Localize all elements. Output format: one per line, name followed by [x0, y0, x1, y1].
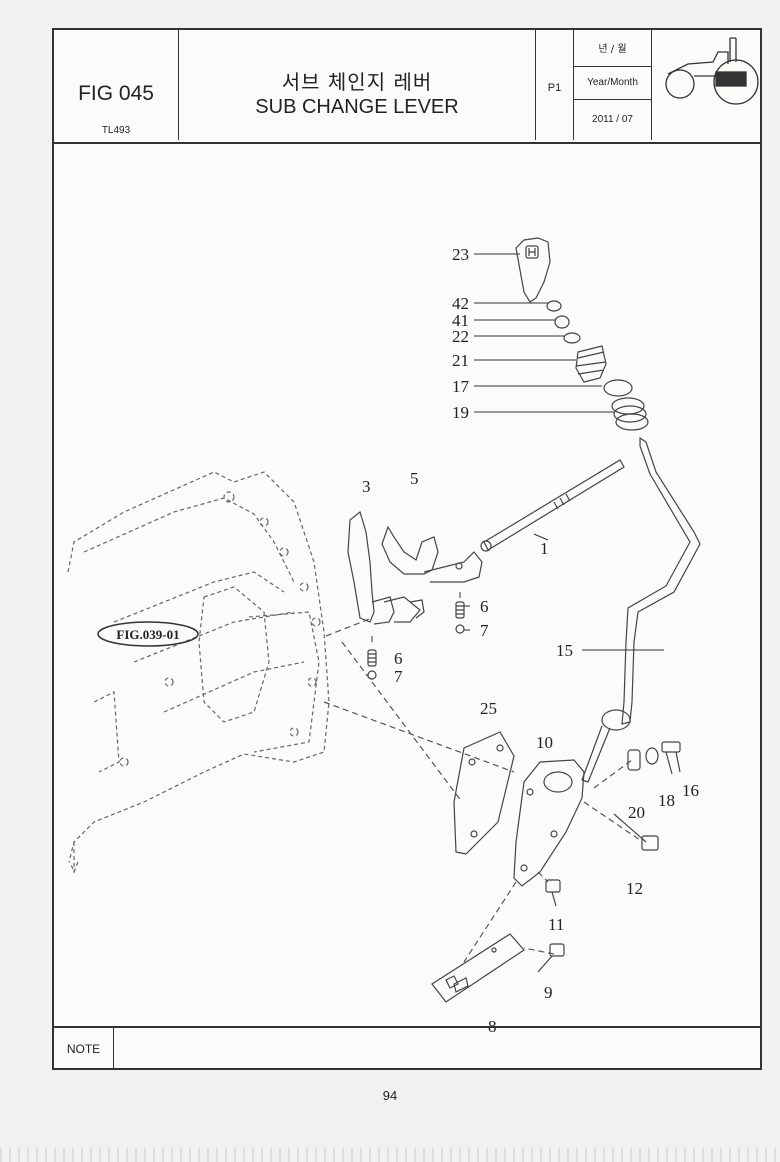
callout-42: 42 [452, 294, 469, 313]
callout-12: 12 [626, 879, 643, 898]
callout-23: 23 [452, 245, 469, 264]
shift-plate [431, 933, 525, 1003]
callout-19: 19 [452, 403, 469, 422]
callout-5: 5 [410, 469, 419, 488]
washer-18 [645, 747, 659, 765]
fig-number: FIG 045 [78, 82, 154, 105]
note-row: NOTE [54, 1026, 760, 1068]
shift-fork-5 [381, 525, 483, 583]
snap-ring-17 [603, 379, 633, 397]
callout-41: 41 [452, 311, 469, 330]
lever-case [513, 759, 585, 887]
parts-diagram: FIG.039-01 23 42 41 22 21 17 19 3 5 1 6 … [67, 237, 701, 1036]
callout-21: 21 [452, 351, 469, 370]
bolt-12 [613, 813, 659, 851]
date-cell: 년 / 월 Year/Month 2011 / 07 [574, 30, 652, 140]
callout-7-left: 7 [394, 667, 403, 686]
callout-25: 25 [480, 699, 497, 718]
title-english: SUB CHANGE LEVER [255, 96, 459, 118]
callout-17: 17 [452, 377, 470, 396]
bolt-11 [545, 879, 561, 907]
callout-16: 16 [682, 781, 699, 800]
callout-9: 9 [544, 983, 553, 1002]
model-code: TL493 [101, 125, 131, 136]
date-label-korean: 년 / 월 [574, 40, 651, 67]
callout-20: 20 [628, 803, 645, 822]
header: FIG 045 TL493 서브 체인지 레버 SUB CHANGE LEVER… [54, 30, 760, 144]
sub-change-shaft [480, 459, 625, 552]
figure-reference-oval [97, 621, 199, 647]
detent-spring-right [455, 601, 465, 634]
callout-18: 18 [658, 791, 675, 810]
transmission-housing-outline [67, 471, 330, 874]
ring-22 [563, 332, 581, 344]
callout-7-right: 7 [480, 621, 489, 640]
logo-cell [652, 30, 760, 140]
gasket [453, 731, 515, 855]
nut-41 [554, 315, 570, 329]
callout-1: 1 [540, 539, 549, 558]
bushing-20 [627, 749, 641, 771]
page-frame: FIG 045 TL493 서브 체인지 레버 SUB CHANGE LEVER… [52, 28, 762, 1070]
callout-15: 15 [556, 641, 573, 660]
title-cell: 서브 체인지 레버 SUB CHANGE LEVER [179, 30, 536, 140]
lever-knob [515, 237, 551, 303]
tractor-icon [665, 37, 759, 105]
callout-22: 22 [452, 327, 469, 346]
callout-6-right: 6 [480, 597, 489, 616]
scan-edge [0, 1148, 780, 1162]
callout-10: 10 [536, 733, 553, 752]
callout-3: 3 [362, 477, 371, 496]
fig-cell: FIG 045 TL493 [54, 30, 179, 140]
washer-42 [546, 300, 562, 312]
boot-21 [575, 345, 607, 383]
callout-11: 11 [548, 915, 564, 934]
detent-spring-left [367, 649, 377, 680]
date-label-english: Year/Month [574, 67, 651, 100]
shift-fork-3 [347, 510, 425, 625]
page-code: P1 [547, 82, 562, 94]
title-korean: 서브 체인지 레버 [281, 70, 433, 94]
bolt-16 [661, 741, 681, 775]
page-code-cell: P1 [536, 30, 574, 140]
bolt-9 [537, 943, 565, 973]
page-number: 94 [382, 1088, 398, 1103]
date-value: 2011 / 07 [592, 114, 633, 125]
sub-change-lever-rod [581, 436, 701, 783]
figure-reference-label: FIG.039-01 [116, 627, 179, 642]
callout-6-left: 6 [394, 649, 403, 668]
note-label: NOTE [54, 1028, 114, 1068]
spring-19 [611, 397, 649, 431]
